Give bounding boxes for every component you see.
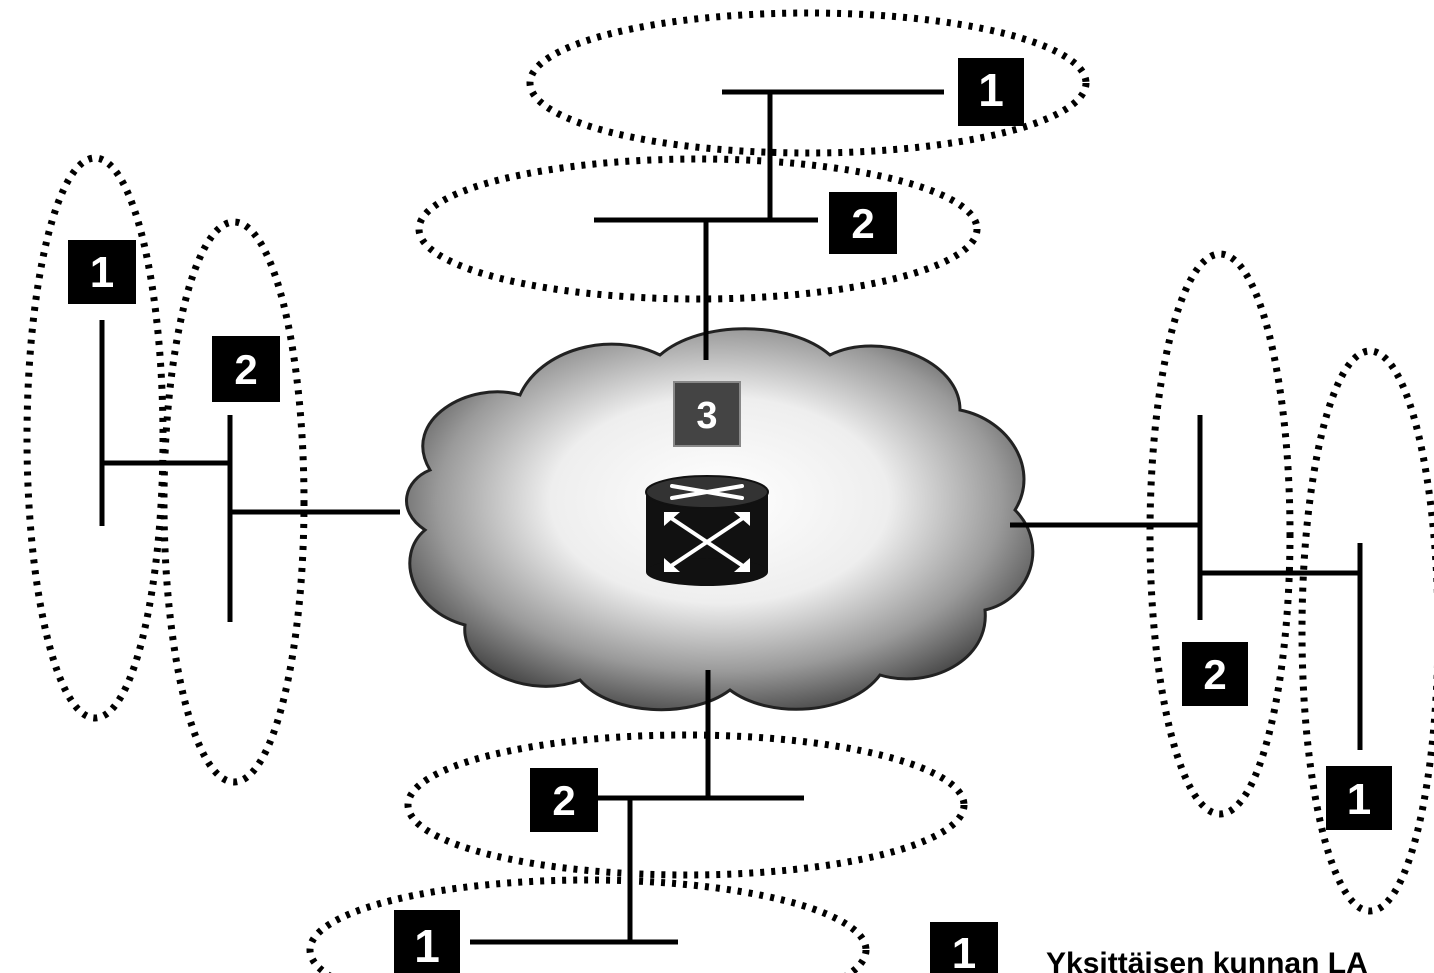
- badge-top-1-label: 1: [978, 64, 1004, 116]
- badge-top-1: 1: [958, 58, 1024, 126]
- badge-bottom-2: 2: [530, 768, 598, 832]
- badge-bottom-1: 1: [394, 910, 460, 973]
- badge-top-2-label: 2: [851, 200, 874, 247]
- bottom-group-2-ellipse: [408, 735, 964, 875]
- bottom-group-1-ellipse: [310, 880, 866, 973]
- badge-left-2: 2: [212, 336, 280, 402]
- badge-right-1-label: 1: [1347, 775, 1371, 824]
- badge-right-2: 2: [1182, 642, 1248, 706]
- legend: 1 Yksittäisen kunnan LA: [930, 922, 1368, 973]
- badge-top-2: 2: [829, 192, 897, 254]
- left-group-2-ellipse: [164, 222, 304, 782]
- badge-left-1-label: 1: [90, 248, 114, 297]
- legend-badge-label: 1: [952, 929, 976, 973]
- legend-text: Yksittäisen kunnan LA: [1046, 947, 1368, 973]
- right-group-2-ellipse: [1150, 254, 1290, 814]
- badge-core-3: 3: [674, 382, 740, 446]
- badge-right-1: 1: [1326, 766, 1392, 830]
- badge-bottom-2-label: 2: [552, 777, 575, 824]
- badge-bottom-1-label: 1: [414, 920, 440, 972]
- badge-right-2-label: 2: [1203, 651, 1226, 698]
- badge-left-1: 1: [68, 240, 136, 304]
- badge-core-3-label: 3: [696, 395, 717, 437]
- router-switch-icon: [646, 476, 768, 586]
- badge-left-2-label: 2: [234, 346, 257, 393]
